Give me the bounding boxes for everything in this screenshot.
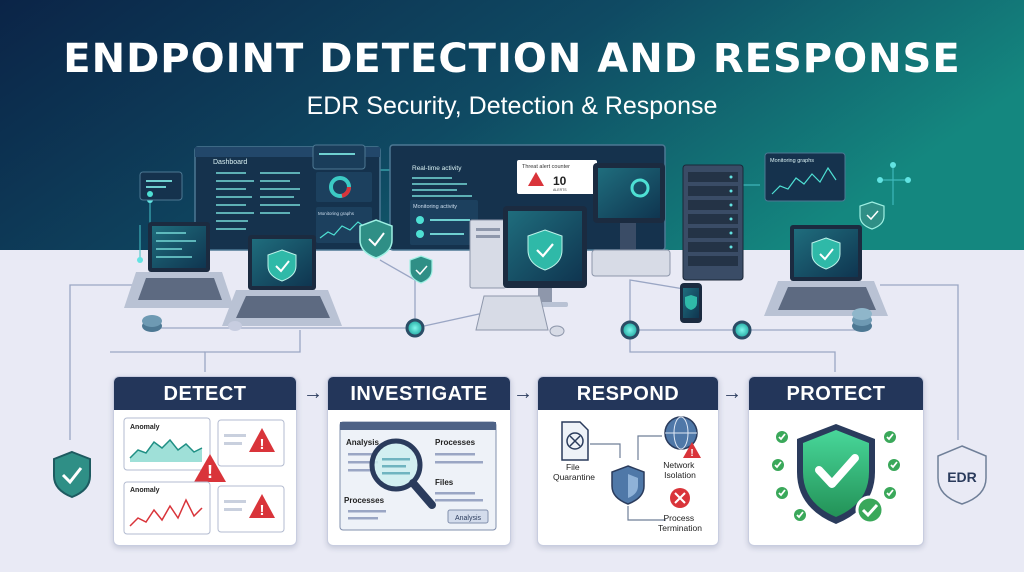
svg-text:!: ! <box>260 436 265 453</box>
svg-text:ALERTS: ALERTS <box>553 188 567 192</box>
process-termination-label: Process Termination <box>658 513 702 533</box>
stage-protect-title: PROTECT <box>749 377 923 410</box>
flow-arrow-icon: → <box>303 382 323 404</box>
dashboard-title: Dashboard <box>213 159 247 166</box>
stage-investigate-title: INVESTIGATE <box>328 377 510 410</box>
stage-respond-card: RESPOND File Quarantine ! Network Isolat… <box>537 376 719 546</box>
server-rack <box>682 164 744 281</box>
desktop-tower <box>469 219 507 289</box>
svg-text:Processes: Processes <box>435 438 476 447</box>
flow-arrow-icon: → <box>722 382 742 404</box>
file-line: File <box>566 462 580 472</box>
svg-text:!: ! <box>207 462 213 482</box>
svg-text:!: ! <box>690 448 693 459</box>
stage-protect-card: PROTECT <box>748 376 924 546</box>
stage-detect-card: DETECT Anomaly ! ! Anomaly ! <box>113 376 297 546</box>
svg-text:Threat alert counter: Threat alert counter <box>522 164 570 170</box>
file-quarantine-label: File Quarantine <box>553 462 595 482</box>
stage-respond-title: RESPOND <box>538 377 718 410</box>
investigate-illustration: Analysis Processes Files Processes Analy… <box>339 421 497 531</box>
monitoring-graphs-panel: Monitoring graphs <box>764 152 846 202</box>
respond-illustration: File Quarantine ! Network Isolation Proc… <box>553 416 702 533</box>
svg-text:EDR: EDR <box>947 469 977 485</box>
shield-check-icon <box>53 450 91 499</box>
desktop-monitor-right <box>591 163 671 277</box>
protect-illustration <box>772 424 900 525</box>
svg-text:Monitoring graphs: Monitoring graphs <box>318 211 355 216</box>
svg-text:Processes: Processes <box>344 496 385 505</box>
laptop-left <box>124 222 234 308</box>
svg-text:Anomaly: Anomaly <box>130 487 160 494</box>
svg-text:Files: Files <box>435 478 454 487</box>
page-subtitle: EDR Security, Detection & Response <box>306 92 718 120</box>
stage-investigate-card: INVESTIGATE Analysis Processes Files Pro… <box>327 376 511 546</box>
network-nodes <box>142 308 872 340</box>
svg-text:Analysis: Analysis <box>455 515 482 522</box>
detect-illustration: Anomaly ! ! Anomaly ! <box>123 417 285 535</box>
edr-logo-icon: EDR <box>937 445 987 505</box>
svg-text:Monitoring activity: Monitoring activity <box>413 204 457 210</box>
dashboard-window: Dashboard Monitoring graphs <box>194 146 381 251</box>
flow-arrow-icon: → <box>513 382 533 404</box>
svg-text:Monitoring graphs: Monitoring graphs <box>770 158 814 164</box>
page-title: ENDPOINT DETECTION AND RESPONSE <box>63 36 961 82</box>
desktop-monitor-shield <box>475 206 587 337</box>
svg-text:10: 10 <box>553 174 567 188</box>
stage-detect-title: DETECT <box>114 377 296 410</box>
svg-text:Real-time activity: Real-time activity <box>412 165 462 172</box>
laptop-shield-left <box>222 235 342 326</box>
svg-text:!: ! <box>260 502 265 519</box>
svg-text:Anomaly: Anomaly <box>130 424 160 431</box>
svg-text:Analysis: Analysis <box>346 438 379 447</box>
network-isolation-label: Network Isolation <box>663 460 697 480</box>
laptop-shield-right <box>764 225 888 316</box>
